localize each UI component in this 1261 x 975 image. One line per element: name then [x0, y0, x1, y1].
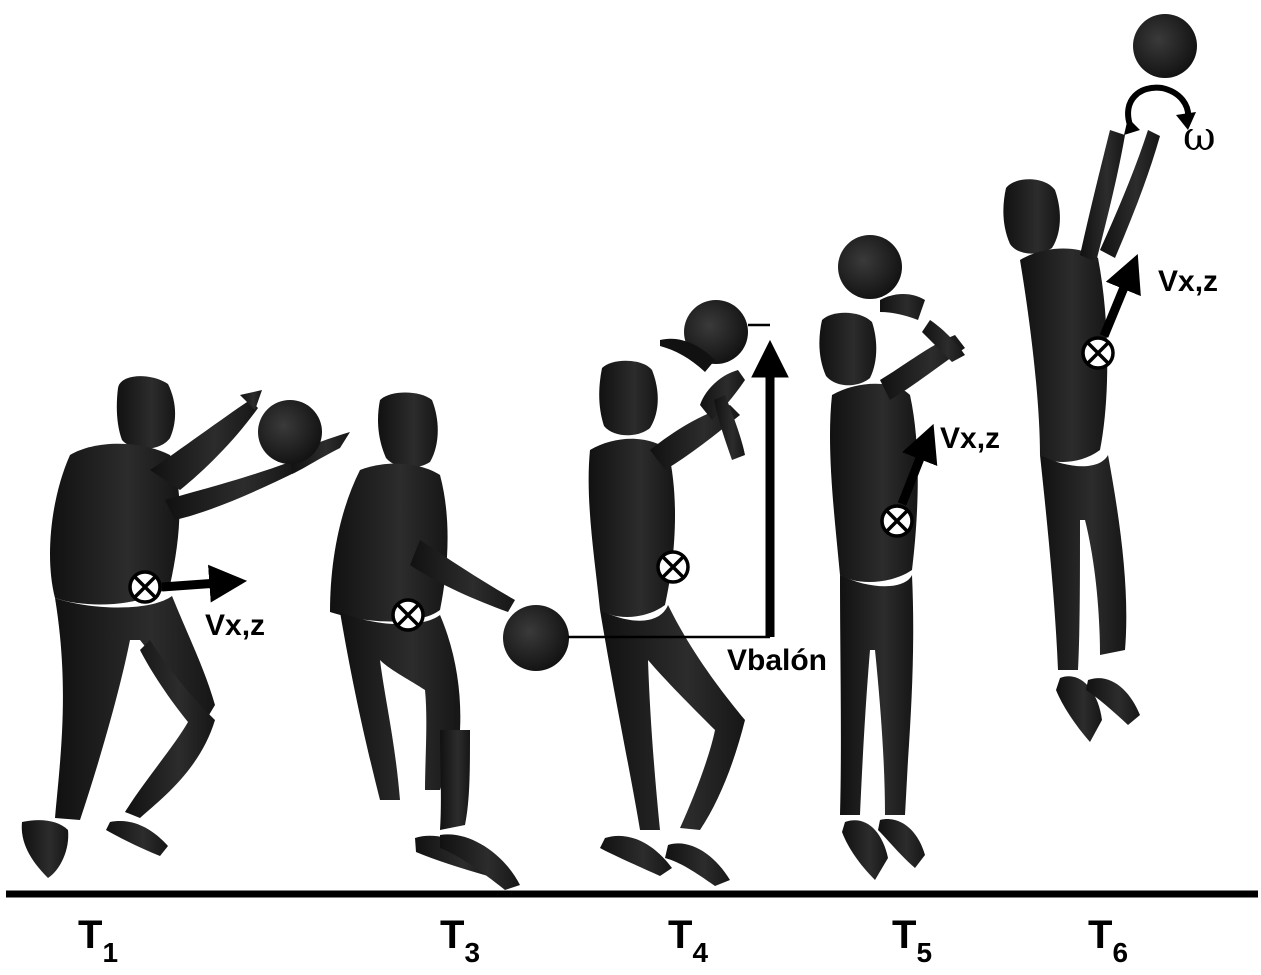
center-of-mass-t1 — [130, 572, 160, 602]
center-of-mass-t6 — [1083, 338, 1113, 368]
player-t5 — [819, 294, 965, 880]
player-t3 — [330, 393, 520, 891]
ball-t1 — [258, 400, 322, 464]
time-label-t4: T4 — [668, 913, 708, 968]
ball-t5 — [838, 235, 902, 299]
spin-label-t6: ω — [1183, 114, 1216, 160]
center-of-mass-t3 — [393, 600, 423, 630]
ball-t3 — [503, 605, 569, 671]
center-of-mass-t5 — [882, 506, 912, 536]
velocity-label-t6: Vx,z — [1158, 265, 1218, 298]
time-label-t5: T5 — [892, 913, 932, 968]
time-label-t1: T1 — [78, 913, 118, 968]
velocity-label-t1: Vx,z — [205, 609, 265, 642]
ball-velocity-label: Vbalón — [727, 644, 827, 677]
velocity-label-t5: Vx,z — [940, 422, 1000, 455]
player-t4 — [589, 361, 745, 886]
ball-t6 — [1133, 14, 1197, 78]
player-t6 — [1003, 130, 1160, 742]
velocity-arrow-t6 — [1104, 268, 1132, 336]
ball-t4 — [660, 300, 748, 372]
time-label-t3: T3 — [440, 913, 480, 968]
velocity-arrow-t1 — [162, 582, 232, 587]
center-of-mass-t4 — [658, 552, 688, 582]
time-label-t6: T6 — [1088, 913, 1128, 968]
